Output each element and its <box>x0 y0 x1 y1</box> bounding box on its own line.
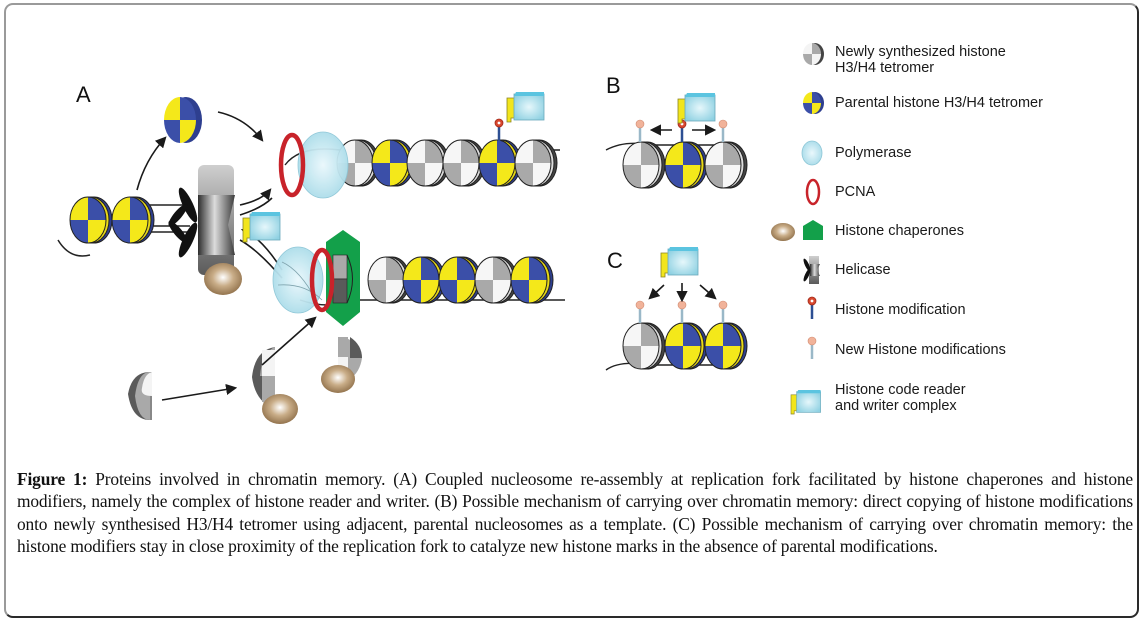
new-histone-modification <box>634 299 646 325</box>
new-histone-tetramer-icon <box>803 43 824 65</box>
legend-label-helicase: Helicase <box>835 262 891 278</box>
legend-label-new-histone-modifications: New Histone modifications <box>835 342 1006 358</box>
legend-label-parental-tetramer: Parental histone H3/H4 tetromer <box>835 95 1043 111</box>
chaperone-brown <box>262 394 298 424</box>
parental-nucleosome <box>705 323 747 369</box>
new-histone-modification-icon <box>806 335 818 361</box>
parental-nucleosome <box>665 142 707 188</box>
panel-b <box>605 92 747 188</box>
caption-label: Figure 1: <box>17 469 88 489</box>
reader-writer-complex-icon <box>790 389 821 415</box>
chaperone-brown <box>204 263 242 295</box>
legend-label-new-tetramer: Newly synthesized histone H3/H4 tetromer <box>835 44 1006 76</box>
helicase-icon <box>803 256 820 284</box>
parental-nucleosome <box>511 257 553 303</box>
legend-icons <box>771 43 824 415</box>
parental-histone-tetramer-icon <box>803 92 824 114</box>
new-nucleosome <box>623 142 665 188</box>
figure-caption: Figure 1: Proteins involved in chromatin… <box>17 468 1133 558</box>
panel-label-c: C <box>607 248 623 273</box>
legend-label-histone-modification: Histone modification <box>835 302 966 318</box>
new-histone-half <box>332 254 353 304</box>
pcna <box>278 132 306 198</box>
reader-writer-complex <box>506 91 545 123</box>
parental-tetramer-floating <box>164 97 202 143</box>
legend: Newly synthesized histone H3/H4 tetromer… <box>835 44 1043 414</box>
new-histone-modification <box>717 118 729 144</box>
histone-modification-icon <box>806 295 818 321</box>
legend-label-polymerase: Polymerase <box>835 145 912 161</box>
polymerase <box>297 131 349 199</box>
legend-label-chaperones: Histone chaperones <box>835 223 964 239</box>
helicase <box>168 165 235 275</box>
histone-chaperones-icon <box>771 220 823 241</box>
parental-nucleosome <box>112 197 154 243</box>
chaperone-brown <box>321 365 355 393</box>
new-nucleosome <box>623 323 665 369</box>
new-histone-modification <box>717 299 729 325</box>
reader-writer-complex <box>242 211 281 243</box>
pcna <box>309 247 335 313</box>
reader-writer-complex <box>660 246 699 278</box>
new-nucleosome <box>705 142 747 188</box>
caption-text: Proteins involved in chromatin memory. (… <box>17 469 1133 557</box>
panel-c <box>605 246 747 371</box>
new-histone-modification <box>634 118 646 144</box>
new-histone-modification <box>676 299 688 325</box>
legend-label-reader-writer-complex: Histone code reader and writer complex <box>835 382 966 414</box>
polymerase-icon <box>801 140 823 166</box>
new-histone-half <box>128 372 152 420</box>
new-nucleosome <box>515 140 557 186</box>
reader-writer-complex <box>677 92 716 124</box>
figure-diagram: A <box>57 43 824 424</box>
parental-nucleosome <box>665 323 707 369</box>
parental-nucleosome <box>70 197 112 243</box>
panel-label-b: B <box>606 73 621 98</box>
panel-label-a: A <box>76 82 91 107</box>
panel-a <box>57 91 565 424</box>
legend-label-pcna: PCNA <box>835 184 876 200</box>
pcna-icon <box>805 178 821 206</box>
histone-modification <box>493 117 505 143</box>
